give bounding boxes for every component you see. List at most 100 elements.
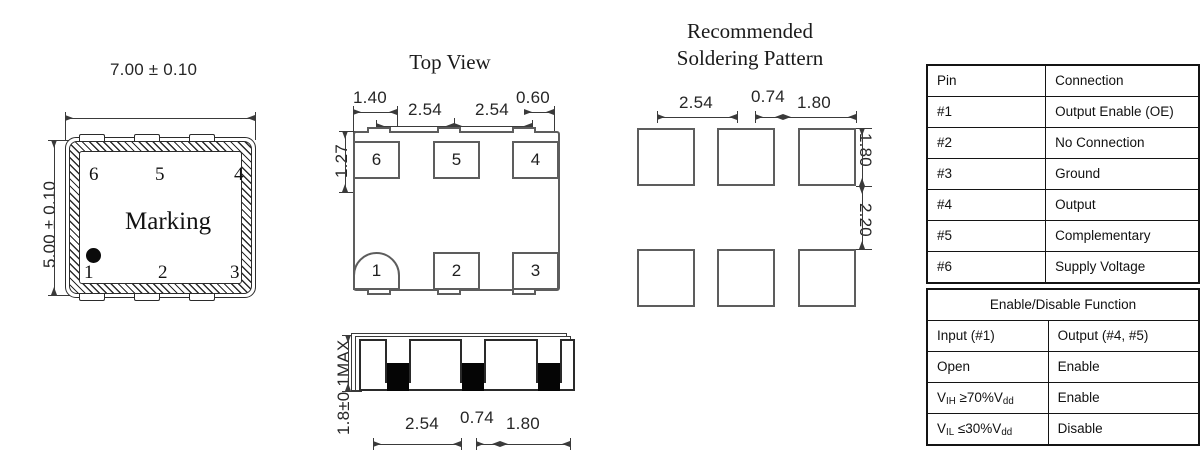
solder-pad-top-2 [717,128,775,186]
top-view-pad-2: 2 [433,252,480,290]
enable-table-header-input: Input (#1) [926,320,1049,352]
top-view-tab-top-3 [512,127,536,133]
top-view-tab-bottom-2 [437,289,461,295]
pin-1-identification-dot [86,248,101,263]
package-pin-number-5: 5 [155,164,165,185]
package-pin-number-2: 2 [158,262,168,283]
side-view-dim-1-80-arrow-right [562,440,570,447]
package-width-dimension-label: 7.00 ± 0.10 [110,60,198,79]
table-row: #4 Output [926,189,1200,221]
sp-dim-2-54-arrow-left [657,113,665,120]
dim-2-54-b-arrow-right [524,122,532,129]
soldering-pattern-heading-line1: Recommended [687,19,813,43]
dim-1-40-arrow-right [389,108,397,115]
dim-1-27-arrow-top [341,131,348,139]
sp-dim-1-80-v-arrow-top [858,128,865,136]
side-view-dim-1-80-arrow-left [500,440,508,447]
dim-1-40-arrow-left [353,108,361,115]
enable-table-cell-input-vih: VIH ≥70%Vdd [926,382,1049,414]
sp-dim-2-20-v-witness-bottom [856,249,872,250]
sp-dim-2-54-arrow-right [729,113,737,120]
sp-dim-0-74-label: 0.74 [751,87,785,106]
package-width-witness-right [255,112,256,140]
package-height-arrow-bottom [50,287,57,295]
top-view-pad-6: 6 [353,141,400,179]
sp-dim-1-80-v-label: 1.80 [856,133,875,167]
side-view-height-arrow-top [344,335,351,343]
package-notch-top-1 [79,134,105,141]
dim-2-54-b-arrow-left [454,122,462,129]
sp-dim-0-74-line [755,117,783,118]
top-view-pad-4: 4 [512,141,559,179]
table-row: #1 Output Enable (OE) [926,96,1200,128]
vih-v: V [937,390,947,406]
dim-1-27-witness-bottom [339,192,361,193]
package-pin-number-3: 3 [230,262,240,283]
vil-sub: IL [946,427,955,439]
enable-table-title: Enable/Disable Function [926,288,1200,321]
package-pin-number-4: 4 [234,164,244,185]
side-view: 1.8±0.1MAX 2.54 0.74 1.80 [310,320,590,461]
sp-dim-2-20-v-arrow-top [858,186,865,194]
package-pin-number-6: 6 [89,164,99,185]
table-row: #3 Ground [926,158,1200,190]
side-view-dim-2-54-label: 2.54 [405,414,439,433]
package-notch-top-2 [134,134,160,141]
sp-dim-1-80-h-line [783,117,856,118]
package-height-dimension-line [54,140,55,295]
side-view-pin-fill-2 [462,363,484,391]
top-view-tab-bottom-1 [367,289,391,295]
enable-table-cell-output-vih: Enable [1047,382,1200,414]
dim-2-54-b-label: 2.54 [475,100,509,119]
package-height-dimension-label: 5.00 ± 0.10 [40,180,59,268]
table-row-title: Enable/Disable Function [926,288,1200,321]
dim-0-60-line [524,112,554,113]
sp-dim-1-80-v-arrow-bottom [858,178,865,186]
pin-table-cell-conn-1: Output Enable (OE) [1045,96,1200,128]
vih-rest: ≥70%V [955,390,1003,406]
top-view-pad-3: 3 [512,252,559,290]
solder-pad-bottom-3 [798,249,856,307]
top-view-pad-5: 5 [433,141,480,179]
sp-dim-2-20-v-label: 2.20 [856,203,875,237]
solder-pad-top-3 [798,128,856,186]
dim-1-40-label: 1.40 [353,88,387,107]
package-height-witness-top [48,140,72,141]
package-pin-number-1: 1 [84,262,94,283]
pin-table-cell-pin-3: #3 [926,158,1047,190]
side-view-dim-0-74-line [476,444,500,445]
top-view-tab-top-2 [437,127,461,133]
package-height-arrow-top [50,140,57,148]
table-row: VIH ≥70%Vdd Enable [926,382,1200,414]
package-height-witness-bottom [48,295,72,296]
package-notch-bottom-1 [79,294,105,301]
sp-dim-2-54-witness-left [657,111,658,123]
dim-2-54-a-arrow-left [376,122,384,129]
sp-dim-2-20-v-line [862,186,863,249]
side-view-height-arrow-bottom [344,383,351,391]
package-notch-top-3 [189,134,215,141]
sp-dim-1-80-h-arrow-left [783,113,791,120]
table-row: VIL ≤30%Vdd Disable [926,413,1200,446]
enable-disable-table-wrapper: Enable/Disable Function Input (#1) Outpu… [926,288,1200,446]
pin-table-cell-pin-4: #4 [926,189,1047,221]
package-outline-view: 7.00 ± 0.10 5.00 ± 0.10 6 5 4 1 2 3 Mark… [0,0,320,330]
top-view-tab-bottom-3 [512,289,536,295]
top-view: Top View 1.40 2.54 2.54 0.60 1.27 6 5 4 … [320,0,580,320]
sp-dim-1-80-v-witness-top [856,128,872,129]
enable-table-header-output: Output (#4, #5) [1047,320,1200,352]
dim-0-60-witness-right [554,106,555,134]
pin-table-cell-conn-2: No Connection [1045,127,1200,159]
table-row: #6 Supply Voltage [926,251,1200,284]
sp-dim-1-80-v-line [862,128,863,186]
solder-pad-top-1 [637,128,695,186]
side-view-pin-fill-1 [387,363,409,391]
sp-dim-2-54-label: 2.54 [679,93,713,112]
side-view-dim-2-54-witness-left [373,438,374,450]
side-view-dim-0-74-witness-left [476,438,477,450]
dim-2-54-a-arrow-right [446,122,454,129]
pin-table-cell-conn-6: Supply Voltage [1045,251,1200,284]
enable-disable-table: Enable/Disable Function Input (#1) Outpu… [926,288,1200,446]
side-view-height-witness-bottom [342,391,362,392]
package-marking-label: Marking [125,208,212,235]
